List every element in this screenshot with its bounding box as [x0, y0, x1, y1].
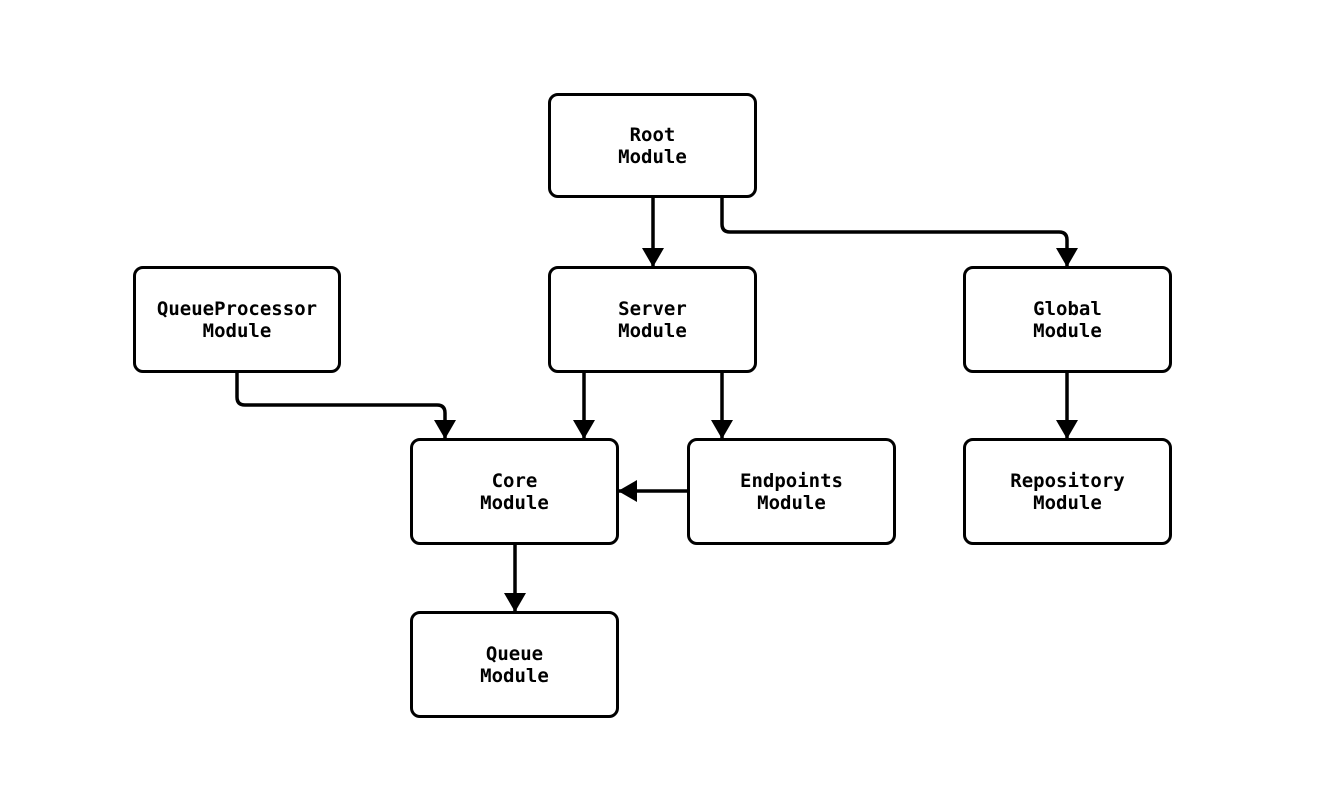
node-global: Global Module [963, 266, 1172, 373]
node-server: Server Module [548, 266, 757, 373]
edge-root-global [720, 198, 1078, 267]
node-label: Endpoints Module [740, 469, 843, 514]
node-root: Root Module [548, 93, 757, 198]
node-queueprocessor: QueueProcessor Module [133, 266, 341, 373]
node-repository: Repository Module [963, 438, 1172, 545]
node-label: Root Module [618, 123, 687, 168]
node-label: Repository Module [1010, 469, 1125, 514]
node-label: Server Module [618, 297, 687, 342]
node-queue: Queue Module [410, 611, 619, 718]
node-label: Core Module [480, 469, 549, 514]
edge-queueprocessor-core [235, 373, 456, 439]
node-label: QueueProcessor Module [156, 297, 318, 342]
node-endpoints: Endpoints Module [687, 438, 896, 545]
node-label: Queue Module [480, 642, 549, 687]
node-core: Core Module [410, 438, 619, 545]
node-label: Global Module [1033, 297, 1102, 342]
